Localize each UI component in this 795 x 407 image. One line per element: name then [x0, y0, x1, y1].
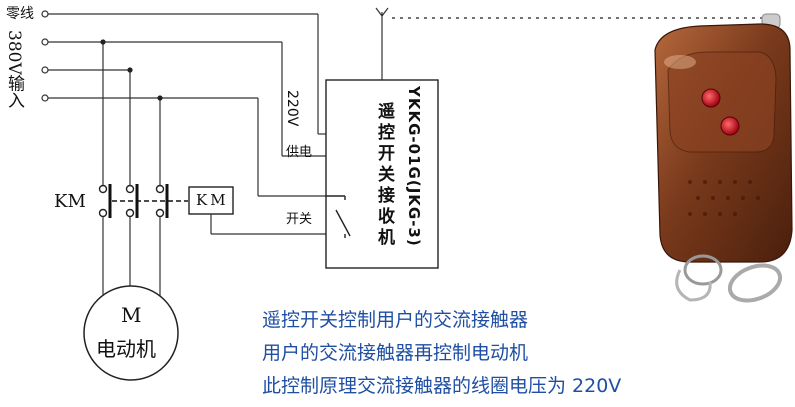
antenna-tip [375, 7, 389, 17]
supply-220v-label: 220V [284, 90, 300, 127]
contactor-coil-label: KM [196, 191, 229, 209]
receiver-model: YKKG-01G(JKG-3) [405, 86, 423, 247]
junction-dots [100, 39, 163, 101]
neutral-line-label: 零线 [6, 6, 34, 22]
three-phase-input-label: 380V输入 [4, 30, 24, 109]
remote-control-fob-icon [654, 13, 793, 303]
caption-line-1: 遥控开关控制用户的交流接触器 [262, 309, 529, 331]
motor-feeds [102, 217, 161, 296]
motor-symbol [83, 285, 179, 381]
switch-label: 开关 [286, 212, 313, 227]
supply-label: 供电 [286, 145, 313, 160]
supply-wires [48, 13, 326, 197]
receiver-name: 遥控开关接收机 [374, 102, 394, 249]
input-terminals [41, 10, 49, 102]
caption-line-3: 此控制原理交流接触器的线圈电压为 220V [262, 375, 622, 397]
switch-contact [326, 195, 351, 238]
contactor-label: KM [54, 191, 86, 212]
coil-wires [210, 214, 345, 235]
caption-line-2: 用户的交流接触器再控制电动机 [262, 342, 529, 364]
motor-letter: M [121, 303, 142, 327]
motor-name: 电动机 [96, 337, 156, 361]
contactor-main-contacts [98, 184, 165, 218]
